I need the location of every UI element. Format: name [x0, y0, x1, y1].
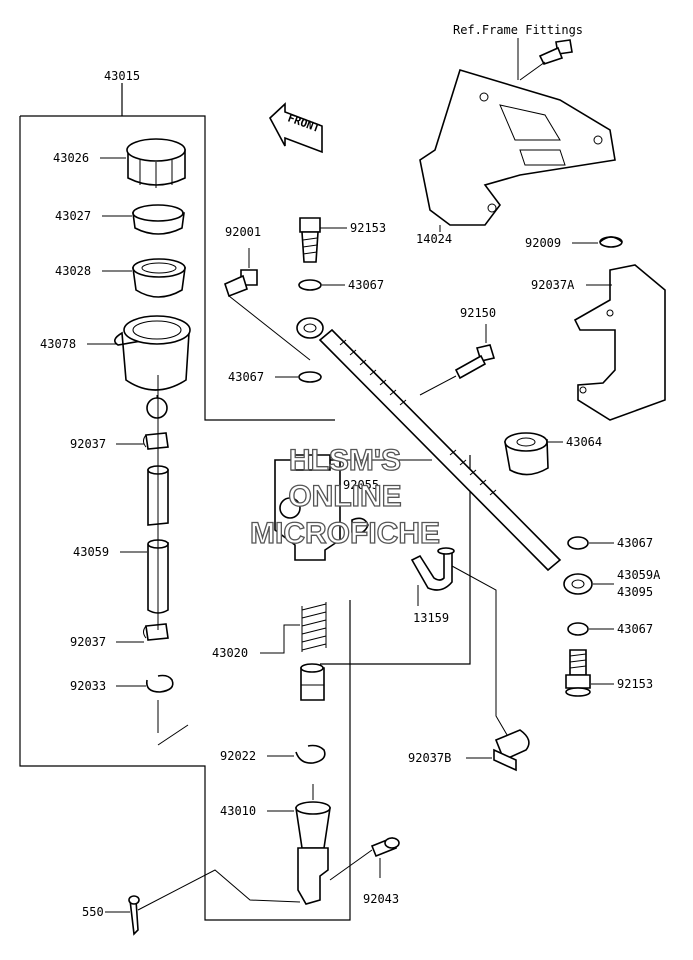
bolt-92001: [224, 248, 311, 361]
plate-43027: [132, 204, 185, 235]
part-label: 43027: [55, 209, 91, 223]
part-label: 43067: [617, 536, 653, 550]
banjo-fitting-bottom: [563, 573, 593, 595]
oring-92055: [351, 517, 369, 534]
part-label: 92150: [460, 306, 496, 320]
washer-43067-b: [298, 371, 322, 383]
part-label: 92037: [70, 437, 106, 451]
reservoir-43078: [114, 315, 191, 419]
spring-43020: [301, 602, 327, 652]
pin-92043: [329, 836, 400, 881]
circlip-92033: [145, 674, 189, 746]
part-label: 43020: [212, 646, 248, 660]
part-label: 43064: [566, 435, 602, 449]
group-bracket-43015: [20, 115, 335, 421]
part-label: 43059A: [617, 568, 661, 582]
watermark-line-1: HLSM'S: [289, 444, 401, 477]
bolt-ref-frame: [517, 38, 573, 81]
circlip-92022: [295, 744, 326, 764]
part-label: 43095: [617, 585, 653, 599]
clamp-92037B: [493, 729, 530, 772]
part-label: 92153: [350, 221, 386, 235]
washer-43067-c: [567, 536, 589, 550]
part-label: 92153: [617, 677, 653, 691]
part-label: 92043: [363, 892, 399, 906]
group-bracket-lower: [19, 116, 351, 921]
part-label: 92037A: [531, 278, 575, 292]
watermark-line-2: ONLINE: [288, 480, 401, 513]
part-label: 43059: [73, 545, 109, 559]
screw-92009: [599, 236, 623, 248]
banjo-bolt-92153-top: [299, 217, 321, 263]
brake-hose-43095: [318, 328, 562, 572]
part-label: 92001: [225, 225, 261, 239]
piston-43020: [300, 663, 325, 701]
part-label: 43067: [228, 370, 264, 384]
part-label: 13159: [413, 611, 449, 625]
cotter-pin-550: [128, 869, 301, 936]
grommet-43064: [504, 432, 549, 476]
bolt-92150: [419, 324, 496, 396]
watermark-line-3: MICROFICHE: [250, 517, 440, 550]
part-label: 92037: [70, 635, 106, 649]
group-bracket-right: [320, 455, 471, 665]
clamp-92037-top: [143, 432, 169, 450]
part-label: 43026: [53, 151, 89, 165]
front-arrow-icon: FRONT: [269, 102, 323, 154]
part-label: 43067: [348, 278, 384, 292]
part-label: 550: [82, 905, 104, 919]
part-label: 43067: [617, 622, 653, 636]
part-label: 92022: [220, 749, 256, 763]
part-label: 92037B: [408, 751, 451, 765]
part-label: 14024: [416, 232, 452, 246]
clamp-92037-bottom: [143, 623, 169, 641]
elbow-13159: [410, 547, 511, 741]
diaphragm-43028: [132, 258, 186, 298]
part-label: 92009: [525, 236, 561, 250]
part-label: 43078: [40, 337, 76, 351]
part-label: 43015: [104, 69, 140, 83]
banjo-fitting-top: [296, 317, 324, 339]
bracket-92037A: [573, 264, 666, 421]
master-cylinder-body: [274, 454, 341, 561]
washer-43067-a: [298, 279, 322, 291]
pushrod-43010: [295, 784, 331, 905]
washer-43067-d: [567, 622, 589, 636]
ref-frame-fittings-label: Ref.Frame Fittings: [453, 23, 583, 37]
part-label: 92033: [70, 679, 106, 693]
part-label: 92055: [343, 478, 379, 492]
guard-14024: [419, 69, 616, 226]
part-label: 43028: [55, 264, 91, 278]
banjo-bolt-92153-bottom: [565, 649, 591, 697]
cap-43026: [126, 138, 186, 188]
part-label: 43010: [220, 804, 256, 818]
